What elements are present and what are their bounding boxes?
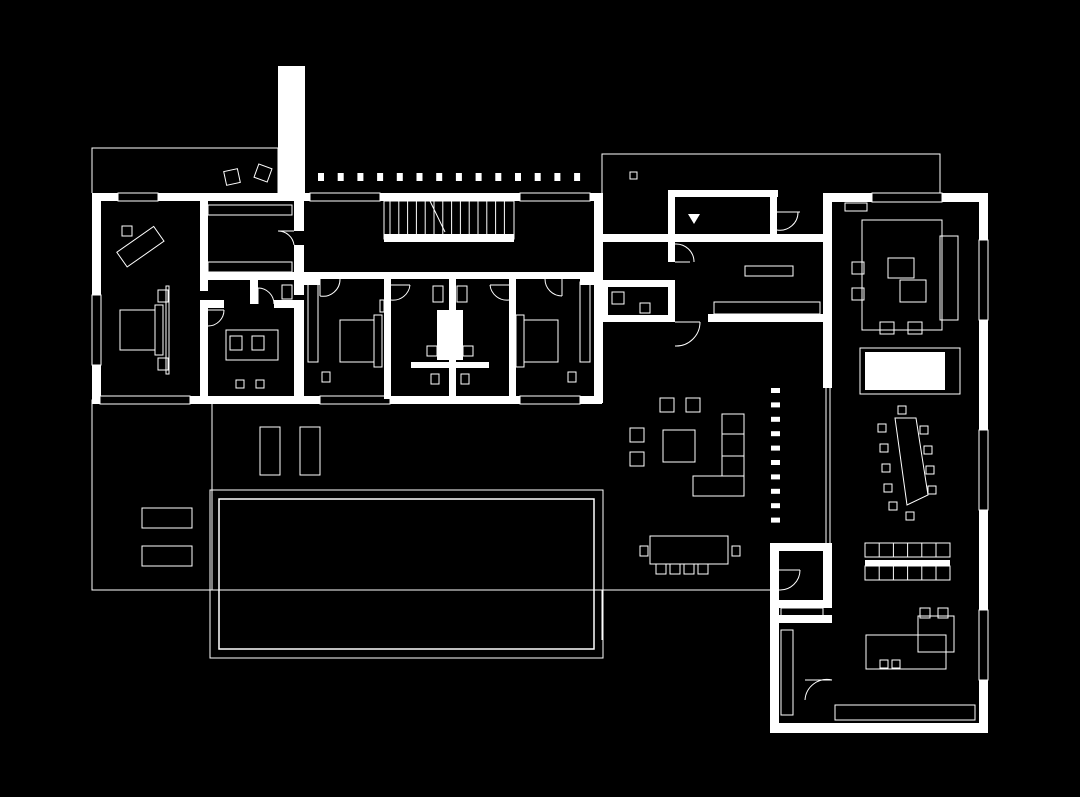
terrace-furniture [141, 163, 321, 567]
colonnade-post [337, 173, 344, 181]
dining-table-east [877, 405, 937, 521]
colonnade-post [416, 173, 423, 181]
triangle-down-icon [688, 214, 700, 224]
colonnade-post [554, 173, 561, 181]
colonnade-post [771, 402, 780, 408]
swimming-pool [209, 489, 604, 659]
colonnade-post [574, 173, 581, 181]
breakfast-counter [865, 607, 955, 670]
doors [207, 211, 833, 701]
colonnade-post [396, 173, 403, 181]
colonnade-post [455, 173, 462, 181]
wc-furniture [611, 291, 651, 314]
bath-west-furniture [225, 284, 293, 389]
colonnade-post [318, 173, 324, 181]
colonnade-post [771, 503, 780, 509]
terrace-outlines [91, 147, 941, 640]
colonnade-posts-north [318, 173, 581, 181]
colonnade-post [534, 173, 541, 181]
kitchen-counters [864, 542, 951, 581]
bedroom-3-furniture [515, 314, 577, 383]
colonnade-post [495, 173, 502, 181]
colonnade-post [771, 460, 780, 465]
colonnade-post [377, 173, 384, 181]
chimney-wall [278, 66, 305, 196]
colonnade-post [771, 445, 780, 451]
colonnade-post [771, 517, 780, 523]
colonnade-post [771, 488, 780, 494]
staircase [383, 200, 515, 242]
living-lounge-furniture [629, 397, 745, 497]
colonnade-post [436, 173, 443, 181]
interior-walls [200, 190, 832, 623]
colonnade-post [771, 431, 780, 437]
kitchen-island [859, 347, 961, 395]
colonnade-post [357, 173, 364, 181]
hall-furniture [629, 171, 868, 277]
closets [207, 204, 976, 721]
colonnade-post [771, 416, 780, 422]
colonnade-post [771, 388, 780, 393]
dining-table-central [639, 535, 741, 575]
bath-center-furniture [411, 285, 489, 385]
bedroom-2-furniture [321, 299, 385, 383]
windows [91, 192, 989, 681]
east-lounge-furniture [851, 219, 959, 335]
colonnade-post [771, 474, 780, 480]
colonnade-post [475, 173, 482, 181]
colonnade-posts-east [771, 388, 780, 523]
colonnade-post [515, 173, 521, 181]
master-bedroom-furniture [116, 225, 170, 375]
